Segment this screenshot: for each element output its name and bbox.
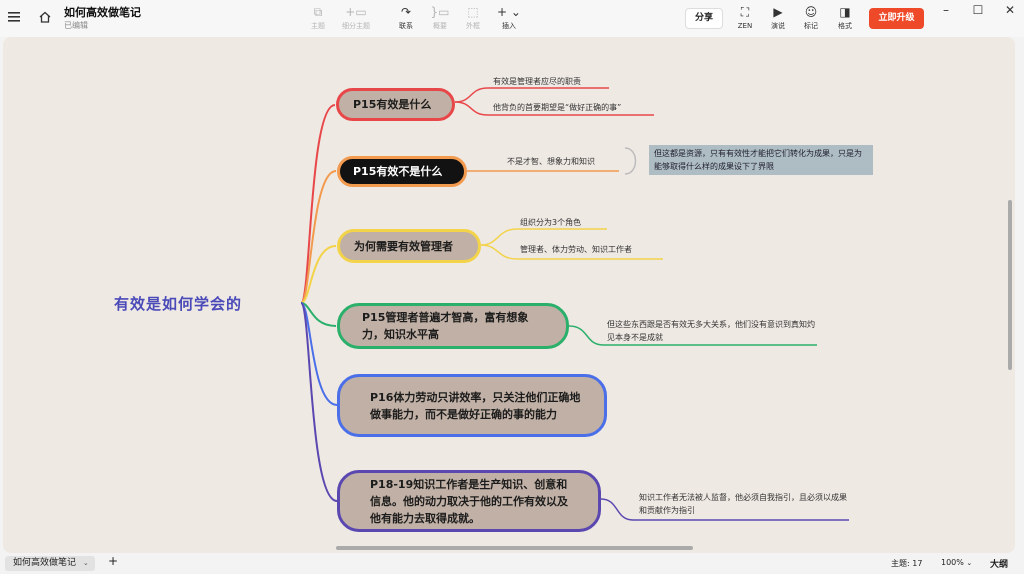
marker-icon: ☺	[804, 5, 818, 19]
document-title: 如何高效做笔记	[64, 6, 141, 19]
presentation-icon: ▶	[773, 5, 783, 19]
mindmap-canvas[interactable]: 有效是如何学会的 P15有效是什么 P15有效不是什么 为何需要有效管理者 P1…	[3, 37, 1015, 553]
topic-p18-19-knowledge-workers[interactable]: P18-19知识工作者是生产知识、创意和信息。他的动力取决于他的工作有效以及他有…	[337, 470, 601, 532]
share-button[interactable]: 分享	[685, 8, 723, 29]
summary-callout[interactable]: 但这都是资源，只有有效性才能把它们转化为成果，只是为能够取得什么样的成果设下了界…	[649, 145, 873, 175]
boundary-icon: ⬚	[467, 5, 479, 19]
topic-p15-managers-intelligence[interactable]: P15管理者普遍才智高，富有想象力，知识水平高	[337, 303, 569, 349]
subtopic-manager-duty[interactable]: 有效是管理者应尽的职责	[493, 77, 581, 86]
connector-lines	[300, 87, 849, 521]
subtopic-insight-not-achievement[interactable]: 但这些东西跟是否有效无多大关系，他们没有意识到真知灼见本身不是成就	[607, 320, 815, 342]
vertical-scrollbar[interactable]	[1008, 200, 1012, 370]
topic-why-need-effective-managers[interactable]: 为何需要有效管理者	[337, 229, 481, 263]
marker-button[interactable]: ☺ 标记	[793, 4, 829, 32]
chevron-down-icon: ⌄	[82, 559, 89, 567]
relationship-icon: ↷	[400, 5, 412, 19]
insert-icon: + ⌄	[497, 5, 521, 19]
add-sheet-button[interactable]: +	[108, 554, 119, 568]
presentation-button[interactable]: ▶ 演说	[760, 4, 796, 32]
format-icon: ◨	[839, 5, 851, 19]
subtopic-self-direction[interactable]: 知识工作者无法被人监督，他必须自我指引，且必须以成果和贡献作为指引	[639, 493, 847, 515]
subtopic-icon: +▭	[345, 5, 367, 19]
format-button[interactable]: ◨ 格式	[827, 4, 863, 32]
subtopic-three-roles[interactable]: 组织分为3个角色	[520, 218, 582, 227]
summary-button[interactable]: }▭ 概要	[422, 4, 458, 32]
central-topic[interactable]: 有效是如何学会的	[114, 295, 243, 313]
title-bar: 如何高效做笔记 已编辑 ⧉ 主题 +▭ 细分主题 ↷ 联系 }▭ 概要 ⬚ 外框…	[0, 0, 1024, 37]
topic-p15-what-is-not-effective[interactable]: P15有效不是什么	[337, 156, 467, 187]
topic-count: 主题: 17	[891, 559, 923, 568]
chevron-down-icon: ⌄	[966, 559, 973, 567]
subtopic-primary-expectation[interactable]: 他背负的首要期望是“做好正确的事”	[493, 103, 622, 112]
boundary-button[interactable]: ⬚ 外框	[455, 4, 491, 32]
outline-button[interactable]: 大纲	[990, 560, 1009, 570]
horizontal-scrollbar[interactable]	[336, 546, 693, 550]
close-icon[interactable]: ✕	[1004, 3, 1016, 17]
menu-icon[interactable]	[8, 12, 20, 22]
document-status: 已编辑	[64, 21, 88, 30]
topic-button[interactable]: ⧉ 主题	[300, 4, 336, 32]
zen-icon: ⛶	[740, 5, 750, 19]
subtopic-not-talent[interactable]: 不是才智、想象力和知识	[507, 157, 595, 166]
relationship-button[interactable]: ↷ 联系	[388, 4, 424, 32]
topic-icon: ⧉	[313, 5, 323, 19]
minimize-icon[interactable]: –	[943, 3, 949, 17]
sheet-tab[interactable]: 如何高效做笔记 ⌄	[5, 556, 95, 571]
subtopic-role-list[interactable]: 管理者、体力劳动、知识工作者	[520, 245, 632, 254]
upgrade-button[interactable]: 立即升级	[869, 8, 924, 29]
topic-p16-manual-labor[interactable]: P16体力劳动只讲效率，只关注他们正确地做事能力，而不是做好正确的事的能力	[337, 374, 607, 437]
zoom-level[interactable]: 100% ⌄	[941, 558, 973, 567]
zen-button[interactable]: ⛶ ZEN	[727, 4, 763, 32]
subtopic-button[interactable]: +▭ 细分主题	[338, 4, 374, 32]
home-icon[interactable]	[39, 11, 51, 23]
status-bar: 如何高效做笔记 ⌄ + 主题: 17 100% ⌄ 大纲	[0, 553, 1024, 574]
maximize-icon[interactable]: ☐	[972, 3, 984, 17]
summary-icon: }▭	[430, 5, 450, 19]
topic-p15-what-is-effective[interactable]: P15有效是什么	[336, 88, 455, 121]
insert-button[interactable]: + ⌄ 插入	[491, 4, 527, 32]
